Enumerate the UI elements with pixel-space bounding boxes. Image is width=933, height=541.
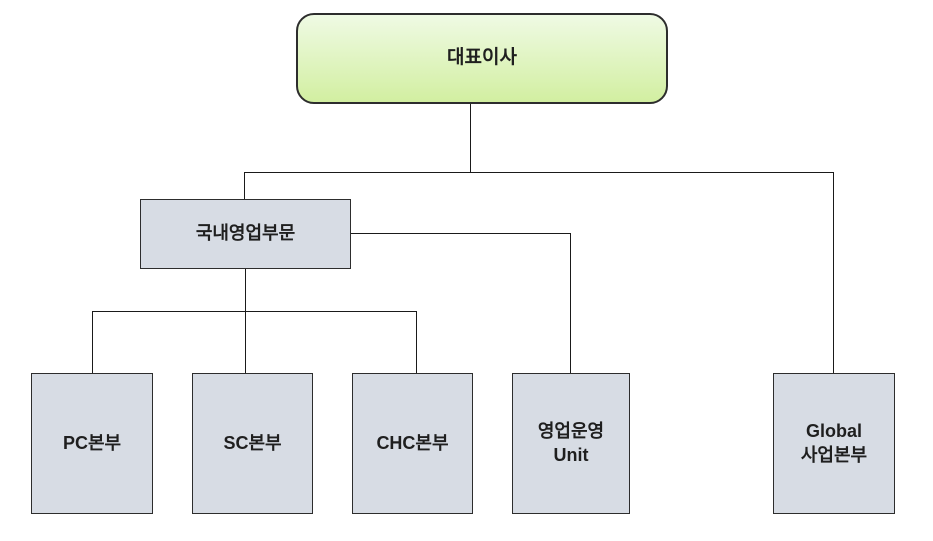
connector-drop-sales-ops <box>570 233 571 373</box>
node-domestic-sales-division: 국내영업부문 <box>140 199 351 269</box>
connector-domestic-side <box>351 233 571 234</box>
connector-drop-pc <box>92 311 93 373</box>
node-sc-division: SC본부 <box>192 373 313 514</box>
connector-drop-domestic <box>244 172 245 199</box>
node-ceo: 대표이사 <box>296 13 668 104</box>
connector-tier2-horizontal <box>92 311 417 312</box>
connector-domestic-down <box>245 269 246 373</box>
node-global-business-division: Global 사업본부 <box>773 373 895 514</box>
connector-tier1-horizontal <box>244 172 834 173</box>
node-chc-division: CHC본부 <box>352 373 473 514</box>
connector-ceo-down <box>470 104 471 172</box>
connector-drop-chc <box>416 311 417 373</box>
node-pc-division: PC본부 <box>31 373 153 514</box>
connector-drop-global <box>833 172 834 373</box>
node-sales-operations-unit: 영업운영 Unit <box>512 373 630 514</box>
